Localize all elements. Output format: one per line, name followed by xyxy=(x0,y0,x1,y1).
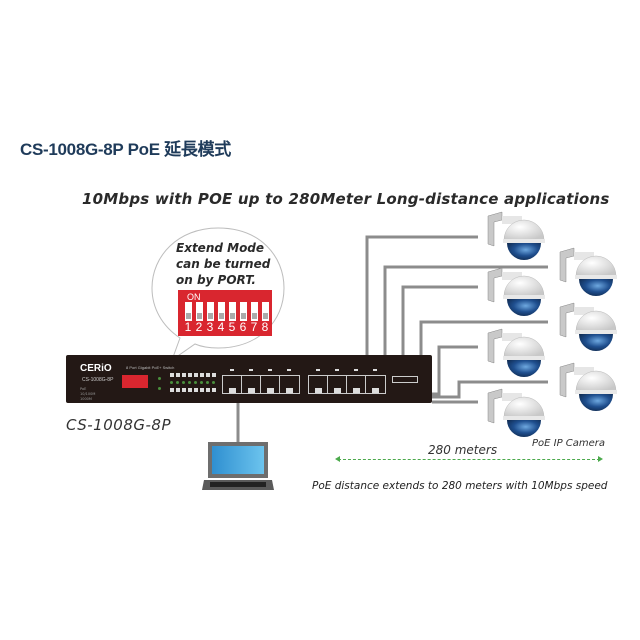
cable-6 xyxy=(432,380,548,399)
ethernet-port-3 xyxy=(260,375,281,394)
dip-number: 5 xyxy=(228,320,236,334)
dip-switch-toggle xyxy=(207,302,214,321)
brand-logo: CERiO xyxy=(80,363,112,374)
dip-number: 7 xyxy=(250,320,258,334)
ethernet-port-4 xyxy=(279,375,300,394)
dip-switch-toggle xyxy=(185,302,192,321)
dip-switch-toggle xyxy=(251,302,258,321)
dip-number: 2 xyxy=(195,320,203,334)
port-led xyxy=(170,388,174,392)
port-led xyxy=(212,388,216,392)
port-led xyxy=(200,373,204,377)
dip-switch-toggle xyxy=(229,302,236,321)
status-led xyxy=(158,387,161,390)
port-indicator xyxy=(373,369,377,371)
port-led xyxy=(170,373,174,377)
ethernet-port-2 xyxy=(241,375,262,394)
dip-switch-large: ON 1 2 3 4 5 6 7 8 xyxy=(178,290,272,336)
port-led xyxy=(206,373,210,377)
status-led xyxy=(158,377,161,380)
diagram-subtitle: 10Mbps with POE up to 280Meter Long-dist… xyxy=(82,190,610,208)
dip-switch-toggle xyxy=(196,302,203,321)
ethernet-port-8 xyxy=(365,375,386,394)
port-led xyxy=(182,373,186,377)
port-indicator xyxy=(354,369,358,371)
port-indicator xyxy=(287,369,291,371)
distance-line xyxy=(335,456,603,462)
cable-4 xyxy=(419,320,548,355)
led-legend: PoE xyxy=(80,387,87,391)
port-led xyxy=(170,381,173,384)
port-led xyxy=(182,388,186,392)
arrow-right-icon xyxy=(598,456,603,462)
ethernet-port-5 xyxy=(308,375,329,394)
port-led xyxy=(176,381,179,384)
poe-switch: CERiO CS-1008G-8P 8 Port Gigabit PoE+ Sw… xyxy=(66,355,432,403)
port-led xyxy=(188,388,192,392)
dip-number: 3 xyxy=(206,320,214,334)
port-led xyxy=(206,388,210,392)
cable-3 xyxy=(401,285,478,355)
port-led xyxy=(200,381,203,384)
port-led xyxy=(200,388,204,392)
dip-number: 4 xyxy=(217,320,225,334)
port-led xyxy=(176,373,180,377)
page-title: CS-1008G-8P PoE 延長模式 xyxy=(20,140,231,159)
cable-5 xyxy=(432,345,478,396)
arrow-left-icon xyxy=(335,456,340,462)
led-legend: 1000M xyxy=(80,397,92,401)
cable-2 xyxy=(383,265,548,355)
port-indicator xyxy=(249,369,253,371)
led-legend: 10/100M xyxy=(80,392,96,396)
port-led xyxy=(212,373,216,377)
switch-model-label: CS-1008G-8P xyxy=(66,416,171,434)
port-led xyxy=(188,381,191,384)
distance-label: 280 meters xyxy=(428,443,498,457)
callout-line: Extend Mode xyxy=(176,241,265,255)
callout-line: can be turned xyxy=(176,257,271,271)
ethernet-port-7 xyxy=(346,375,367,394)
port-indicator xyxy=(268,369,272,371)
dip-on-label: ON xyxy=(187,292,201,302)
switch-product-text: 8 Port Gigabit PoE+ Switch xyxy=(126,365,175,370)
dip-number: 6 xyxy=(239,320,247,334)
ethernet-port-1 xyxy=(222,375,243,394)
dip-switch-toggle xyxy=(218,302,225,321)
footnote: PoE distance extends to 280 meters with … xyxy=(312,480,608,492)
dip-number: 8 xyxy=(261,320,269,334)
port-led xyxy=(188,373,192,377)
port-indicator xyxy=(230,369,234,371)
port-led xyxy=(206,381,209,384)
port-led xyxy=(194,381,197,384)
callout-line: on by PORT. xyxy=(176,273,256,287)
port-led xyxy=(194,388,198,392)
camera-label: PoE IP Camera xyxy=(532,438,606,449)
port-led xyxy=(182,381,185,384)
cable-1 xyxy=(365,235,478,355)
port-led xyxy=(194,373,198,377)
dip-switch-toggle xyxy=(240,302,247,321)
laptop-icon xyxy=(202,442,274,490)
ethernet-port-6 xyxy=(327,375,348,394)
port-indicator xyxy=(335,369,339,371)
dip-switch-small xyxy=(122,375,148,388)
port-led xyxy=(212,381,215,384)
port-indicator xyxy=(316,369,320,371)
callout-text: Extend Mode can be turned on by PORT. xyxy=(176,240,286,288)
port-tag xyxy=(392,376,418,383)
port-led xyxy=(176,388,180,392)
dip-switch-toggle xyxy=(262,302,269,321)
dip-number: 1 xyxy=(184,320,192,334)
switch-model-small: CS-1008G-8P xyxy=(82,377,114,383)
